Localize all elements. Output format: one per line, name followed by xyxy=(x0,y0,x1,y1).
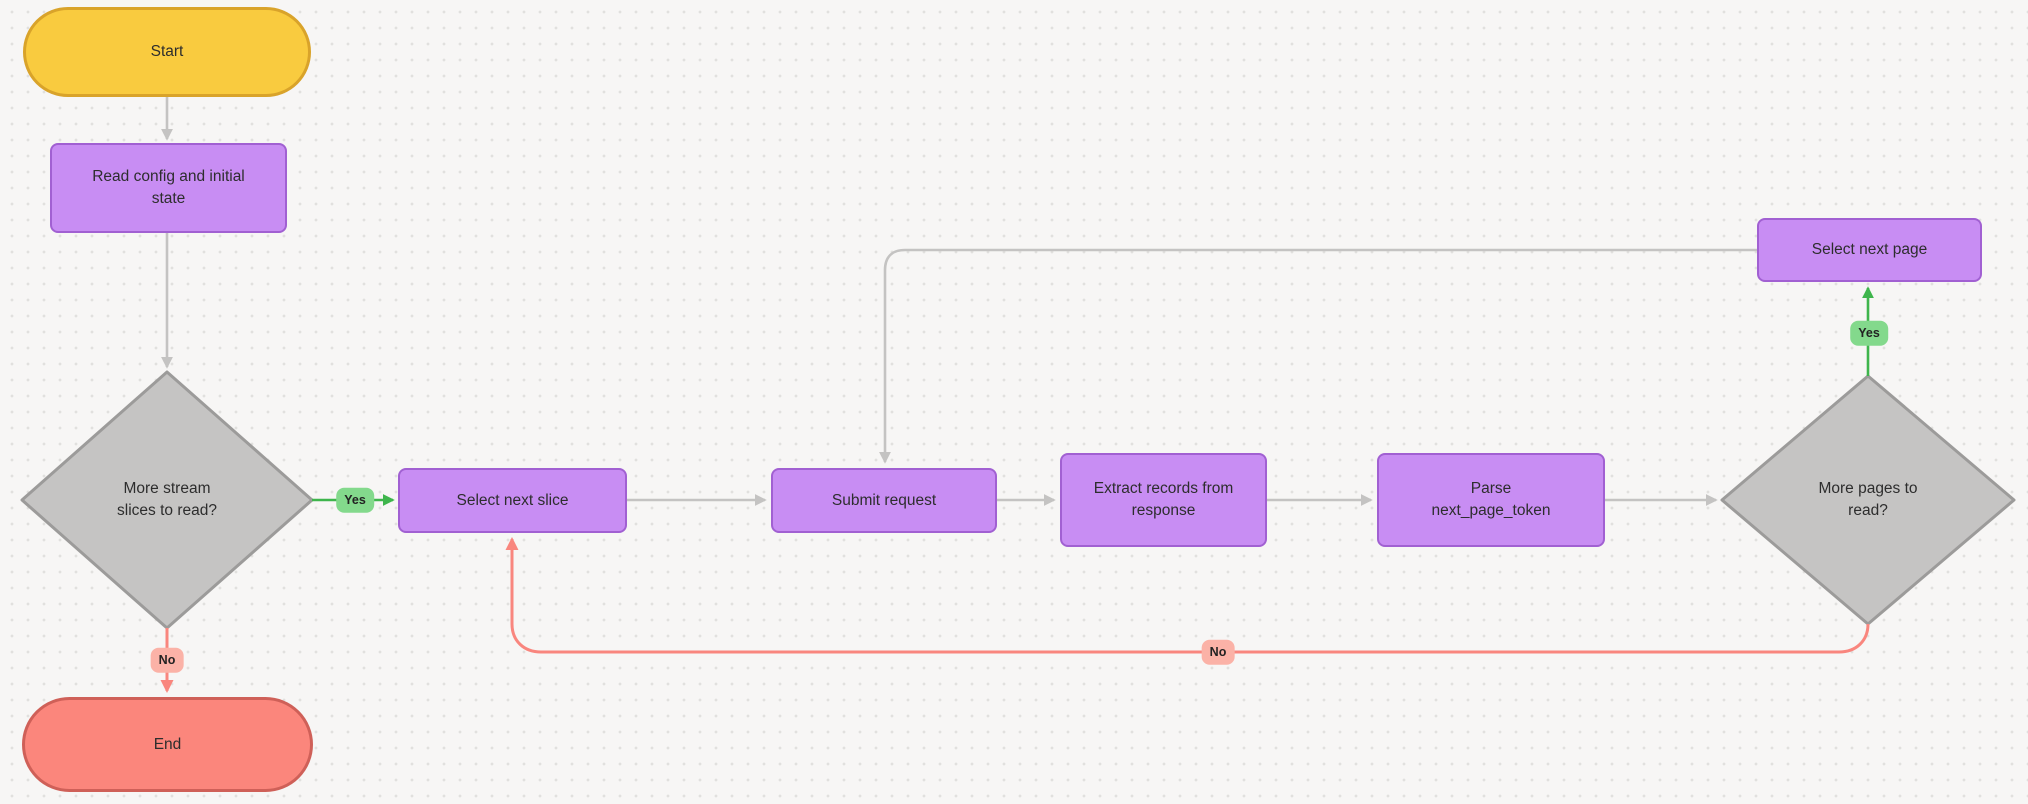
edge-label-pages-no: No xyxy=(1201,639,1235,665)
edge-more-pages-no-to-select-slice-loop xyxy=(505,537,1870,654)
node-more-stream-slices-label: More stream slices to read? xyxy=(117,479,217,519)
node-select-next-page: Select next page xyxy=(1757,218,1982,282)
node-submit-request: Submit request xyxy=(771,468,997,533)
edge-label-pages-yes: Yes xyxy=(1850,320,1888,346)
node-extract-records: Extract records from response xyxy=(1060,453,1267,547)
node-read-config: Read config and initial state xyxy=(50,143,287,233)
edge-label-slices-no: No xyxy=(150,647,184,673)
node-more-pages-label: More pages to read? xyxy=(1818,479,1918,519)
node-parse-next-page-token: Parse next_page_token xyxy=(1377,453,1605,547)
node-end: End xyxy=(22,697,313,792)
node-start: Start xyxy=(23,7,311,97)
node-select-next-slice: Select next slice xyxy=(398,468,627,533)
edge-label-slices-yes: Yes xyxy=(336,487,374,513)
edge-select-page-to-submit-loop xyxy=(879,248,1757,464)
